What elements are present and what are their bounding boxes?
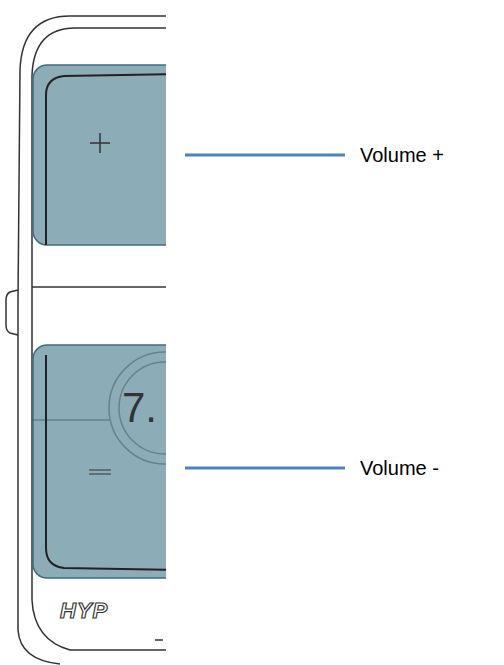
- volume-up-button: [33, 65, 166, 245]
- housing-outline: [18, 16, 166, 664]
- button-edge: [46, 74, 166, 245]
- logo-text: HYP: [60, 600, 108, 622]
- mark: [155, 639, 163, 641]
- callout-label: Volume -: [360, 458, 439, 478]
- volume-down-button: [33, 345, 166, 578]
- leader-line: [185, 154, 345, 157]
- leader-line: [185, 467, 345, 470]
- seam-line: [32, 286, 166, 288]
- callout-label: Volume +: [360, 145, 444, 165]
- button-edge: [46, 355, 166, 570]
- side-button: [6, 290, 18, 335]
- plus-symbol: [90, 133, 110, 153]
- logo-text: 7.: [122, 387, 157, 429]
- housing-inner-outline: [32, 28, 166, 650]
- minus-symbol: [89, 470, 111, 474]
